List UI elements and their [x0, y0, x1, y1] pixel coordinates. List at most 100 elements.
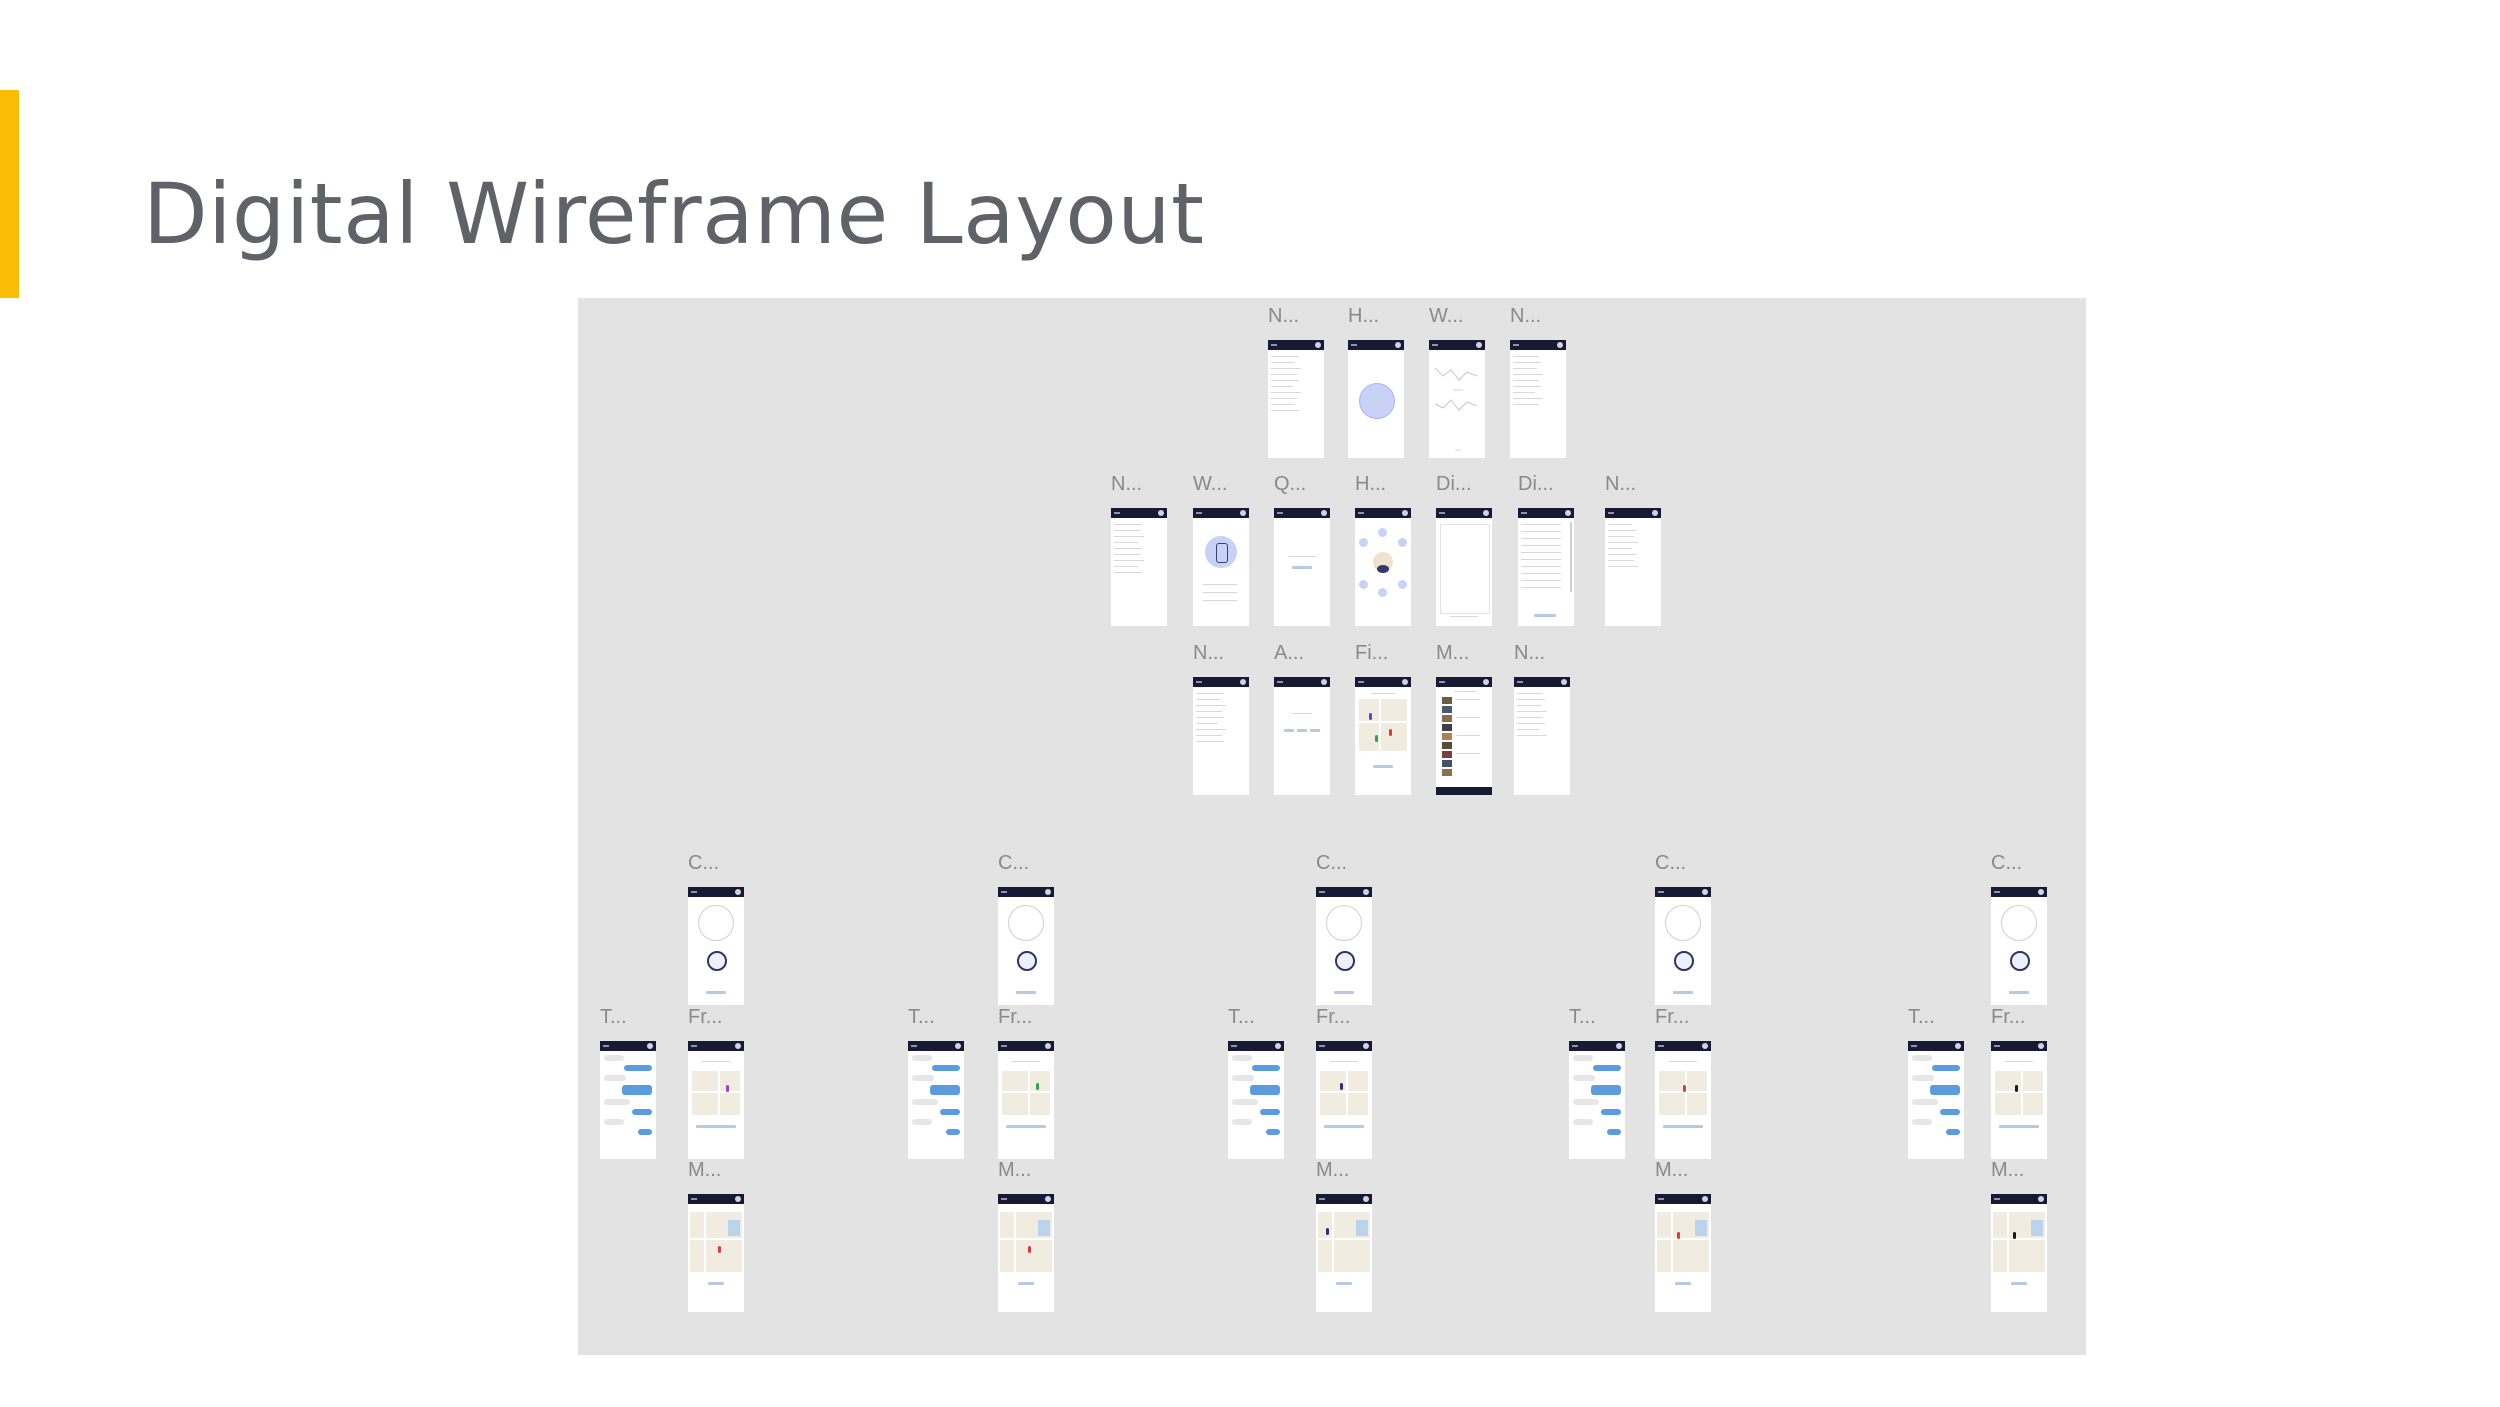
- frame-call[interactable]: C...: [1316, 852, 1372, 1005]
- frame-hub[interactable]: H...: [1355, 473, 1411, 626]
- frame-friend-map[interactable]: Fr...: [998, 1006, 1054, 1159]
- frame-friend-map[interactable]: Fr...: [688, 1006, 744, 1159]
- frame-label: M...: [688, 1159, 722, 1181]
- frame-friend-map[interactable]: Fr...: [1655, 1006, 1711, 1159]
- friend-map-screen: [1991, 1041, 2047, 1159]
- text-chat-screen: [908, 1041, 964, 1159]
- friend-map-screen: [998, 1041, 1054, 1159]
- friend-map-screen: [688, 1041, 744, 1159]
- frame-label: C...: [1991, 852, 2023, 874]
- wireframe-board[interactable]: N... H... W... N...: [578, 298, 2086, 1355]
- home-screen: [1348, 340, 1404, 458]
- directory-list-screen: [1518, 508, 1574, 626]
- frame-label: W...: [1193, 473, 1228, 495]
- weather-screen: [1429, 340, 1485, 458]
- frame-label: M...: [1655, 1159, 1689, 1181]
- frame-label: T...: [908, 1006, 935, 1028]
- frame-label: N...: [1605, 473, 1637, 495]
- frame-map[interactable]: M...: [998, 1159, 1054, 1312]
- frame-map[interactable]: M...: [1655, 1159, 1711, 1312]
- frame-label: M...: [1316, 1159, 1350, 1181]
- nav-menu-screen: [1514, 677, 1570, 795]
- alert-screen: [1274, 677, 1330, 795]
- frame-label: Q...: [1274, 473, 1307, 495]
- map-screen: [1991, 1194, 2047, 1312]
- frame-label: T...: [1569, 1006, 1596, 1028]
- text-chat-screen: [600, 1041, 656, 1159]
- frame-label: C...: [688, 852, 720, 874]
- map-screen: [998, 1194, 1054, 1312]
- frame-nav-menu[interactable]: N...: [1193, 642, 1249, 795]
- frame-text-chat[interactable]: T...: [1228, 1006, 1284, 1159]
- frame-label: T...: [1228, 1006, 1255, 1028]
- frame-call[interactable]: C...: [1655, 852, 1711, 1005]
- frame-label: T...: [1908, 1006, 1935, 1028]
- frame-label: Fi...: [1355, 642, 1389, 664]
- frame-home[interactable]: H...: [1348, 305, 1404, 458]
- frame-label: W...: [1429, 305, 1464, 327]
- frame-text-chat[interactable]: T...: [908, 1006, 964, 1159]
- frame-label: Fr...: [1655, 1006, 1690, 1028]
- frame-watch[interactable]: W...: [1193, 473, 1249, 626]
- frame-map[interactable]: M...: [1316, 1159, 1372, 1312]
- call-screen: [1991, 887, 2047, 1005]
- frame-label: N...: [1111, 473, 1143, 495]
- frame-text-chat[interactable]: T...: [1908, 1006, 1964, 1159]
- media-list-screen: [1436, 677, 1492, 795]
- frame-text-chat[interactable]: T...: [1569, 1006, 1625, 1159]
- text-chat-screen: [1569, 1041, 1625, 1159]
- frame-label: N...: [1268, 305, 1300, 327]
- frame-label: Fr...: [688, 1006, 723, 1028]
- map-screen: [1316, 1194, 1372, 1312]
- call-screen: [1316, 887, 1372, 1005]
- frame-text-chat[interactable]: T...: [600, 1006, 656, 1159]
- slide-title: Digital Wireframe Layout: [143, 165, 1205, 263]
- text-chat-screen: [1908, 1041, 1964, 1159]
- frame-friend-map[interactable]: Fr...: [1316, 1006, 1372, 1159]
- frame-label: H...: [1348, 305, 1380, 327]
- watch-screen: [1193, 508, 1249, 626]
- frame-call[interactable]: C...: [1991, 852, 2047, 1005]
- frame-directory[interactable]: Di...: [1436, 473, 1492, 626]
- frame-label: Di...: [1436, 473, 1472, 495]
- frame-media-list[interactable]: M...: [1436, 642, 1492, 795]
- nav-menu-screen: [1111, 508, 1167, 626]
- frame-label: M...: [998, 1159, 1032, 1181]
- frame-label: C...: [998, 852, 1030, 874]
- frame-nav-menu[interactable]: N...: [1605, 473, 1661, 626]
- frame-label: Fr...: [998, 1006, 1033, 1028]
- nav-menu-screen: [1510, 340, 1566, 458]
- frame-label: N...: [1510, 305, 1542, 327]
- frame-label: T...: [600, 1006, 627, 1028]
- friend-map-screen: [1655, 1041, 1711, 1159]
- frame-quiz[interactable]: Q...: [1274, 473, 1330, 626]
- frame-call[interactable]: C...: [688, 852, 744, 1005]
- frame-weather[interactable]: W...: [1429, 305, 1485, 458]
- frame-find-friends[interactable]: Fi...: [1355, 642, 1411, 795]
- frame-call[interactable]: C...: [998, 852, 1054, 1005]
- frame-nav-menu[interactable]: N...: [1111, 473, 1167, 626]
- hub-screen: [1355, 508, 1411, 626]
- text-chat-screen: [1228, 1041, 1284, 1159]
- frame-map[interactable]: M...: [1991, 1159, 2047, 1312]
- accent-bar: [0, 90, 19, 298]
- call-screen: [1655, 887, 1711, 1005]
- frame-label: C...: [1316, 852, 1348, 874]
- call-screen: [998, 887, 1054, 1005]
- quiz-screen: [1274, 508, 1330, 626]
- nav-menu-screen: [1193, 677, 1249, 795]
- find-friends-screen: [1355, 677, 1411, 795]
- frame-nav-menu[interactable]: N...: [1510, 305, 1566, 458]
- frame-label: C...: [1655, 852, 1687, 874]
- frame-label: N...: [1514, 642, 1546, 664]
- directory-screen: [1436, 508, 1492, 626]
- frame-alert[interactable]: A...: [1274, 642, 1330, 795]
- frame-friend-map[interactable]: Fr...: [1991, 1006, 2047, 1159]
- frame-label: A...: [1274, 642, 1305, 664]
- frame-nav-menu[interactable]: N...: [1268, 305, 1324, 458]
- frame-directory-list[interactable]: Di...: [1518, 473, 1574, 626]
- frame-nav-menu[interactable]: N...: [1514, 642, 1570, 795]
- nav-menu-screen: [1605, 508, 1661, 626]
- frame-label: M...: [1436, 642, 1470, 664]
- frame-map[interactable]: M...: [688, 1159, 744, 1312]
